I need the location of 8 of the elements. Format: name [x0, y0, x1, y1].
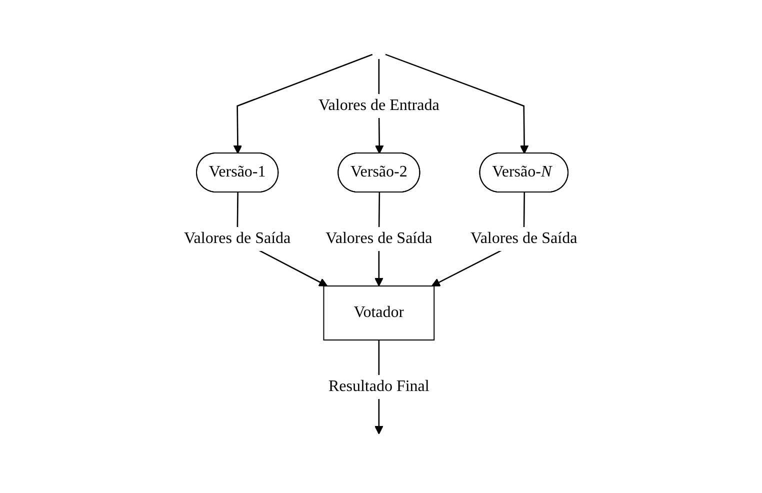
edge-label: Resultado Final [328, 378, 430, 395]
edge-label: Valores de Saída [326, 230, 433, 247]
edge-label: Valores de Saída [470, 230, 578, 247]
arrow [386, 54, 530, 154]
node-box: Votador [324, 286, 435, 340]
arrow [234, 54, 374, 154]
edge-label: Valores de Saída [184, 230, 292, 247]
edge-label: Valores de Entrada [318, 97, 440, 114]
